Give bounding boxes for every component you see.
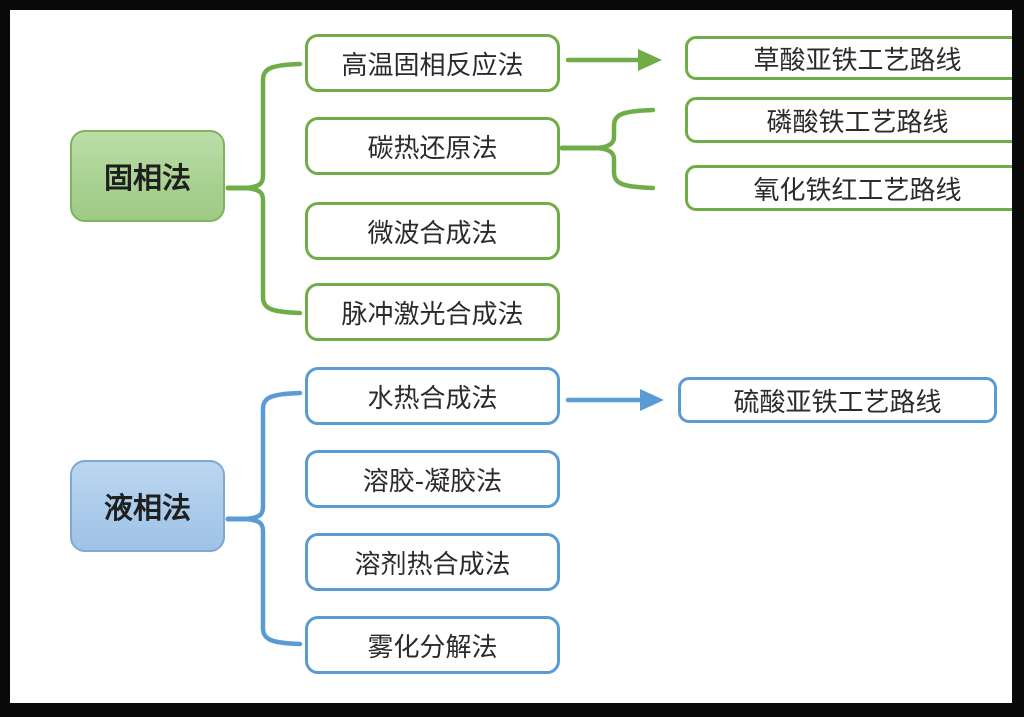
method-box-carbothermal-reduction: 碳热还原法 xyxy=(305,117,560,175)
route-label: 磷酸铁工艺路线 xyxy=(766,107,949,138)
route-label: 硫酸亚铁工艺路线 xyxy=(733,387,942,418)
method-label: 溶胶-凝胶法 xyxy=(362,466,503,497)
method-box-hydrothermal-synthesis: 水热合成法 xyxy=(305,367,560,425)
route-box-ferrous-sulfate: 硫酸亚铁工艺路线 xyxy=(678,377,997,423)
method-label: 雾化分解法 xyxy=(367,632,498,663)
route-box-iron-phosphate: 磷酸铁工艺路线 xyxy=(685,97,1012,143)
method-label: 高温固相反应法 xyxy=(341,50,524,81)
diagram-canvas: 固相法 高温固相反应法 碳热还原法 微波合成法 脉冲激光合成法 草酸亚铁工艺路线… xyxy=(10,10,1012,703)
route-label: 氧化铁红工艺路线 xyxy=(753,175,962,206)
parent-box-solid-phase: 固相法 xyxy=(70,130,225,222)
route-box-ferrous-oxalate: 草酸亚铁工艺路线 xyxy=(685,36,1012,80)
parent-label-liquid-phase: 液相法 xyxy=(103,491,191,525)
method-label: 水热合成法 xyxy=(367,383,498,414)
method-label: 溶剂热合成法 xyxy=(354,549,511,580)
arrow-high-temp-to-ferrous-oxalate xyxy=(565,49,662,71)
method-label: 微波合成法 xyxy=(367,218,498,249)
route-box-iron-oxide-red: 氧化铁红工艺路线 xyxy=(685,165,1012,211)
arrow-hydrothermal-to-ferrous-sulfate xyxy=(565,389,664,411)
brace-liquid-phase xyxy=(225,390,303,647)
brace-solid-phase xyxy=(225,61,303,316)
route-label: 草酸亚铁工艺路线 xyxy=(753,45,962,76)
parent-label-solid-phase: 固相法 xyxy=(103,161,191,195)
parent-box-liquid-phase: 液相法 xyxy=(70,460,225,552)
method-label: 脉冲激光合成法 xyxy=(341,299,524,330)
method-label: 碳热还原法 xyxy=(367,133,498,164)
brace-carbothermal-routes xyxy=(559,107,656,191)
method-box-sol-gel: 溶胶-凝胶法 xyxy=(305,450,560,508)
method-box-high-temp-solid-state: 高温固相反应法 xyxy=(305,34,560,92)
method-box-solvothermal-synthesis: 溶剂热合成法 xyxy=(305,533,560,591)
method-box-spray-decomposition: 雾化分解法 xyxy=(305,616,560,674)
method-box-pulsed-laser-synthesis: 脉冲激光合成法 xyxy=(305,283,560,341)
method-box-microwave-synthesis: 微波合成法 xyxy=(305,202,560,260)
